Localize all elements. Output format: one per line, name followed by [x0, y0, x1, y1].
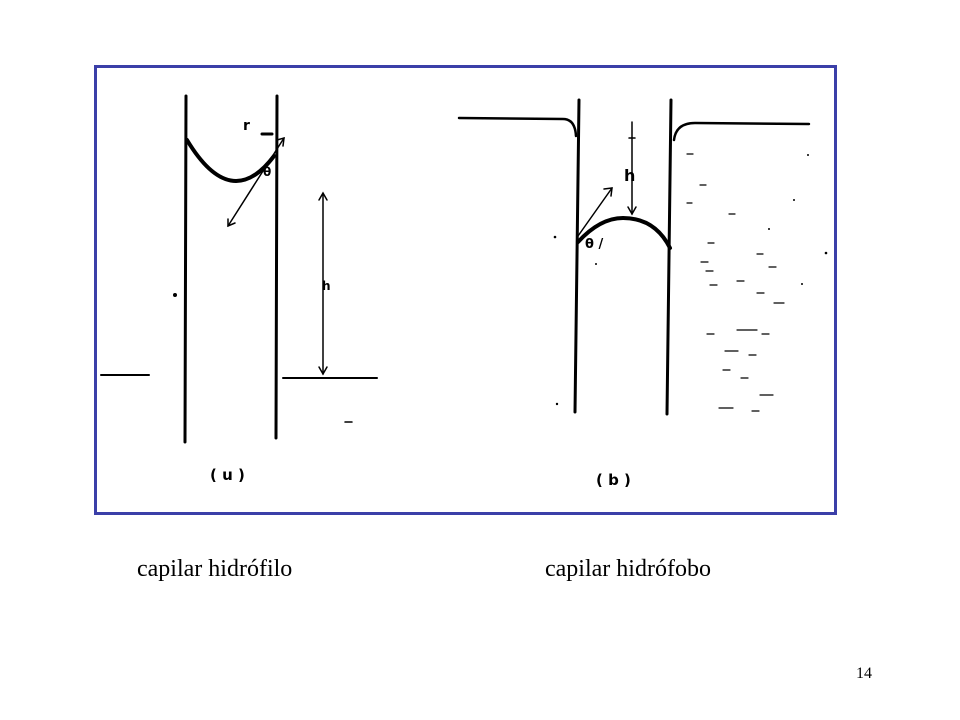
- panel-a-sketch: [100, 94, 378, 444]
- panel-b-convex-meniscus: [576, 215, 672, 250]
- panel-a-concave-meniscus: [185, 138, 276, 183]
- panel-b-right-wall: [665, 98, 673, 416]
- panel-a-height-arrow-top: [318, 191, 328, 201]
- panel-b-arrow-head: [603, 187, 613, 197]
- panel-b-h-label: h: [624, 166, 635, 185]
- panel-a-height-arrow-bottom: [318, 366, 328, 376]
- panel-b-liquid-shading: [686, 153, 785, 412]
- panel-a-contact-arrow: [227, 137, 285, 227]
- panel-b-depth-arrow: [627, 206, 637, 216]
- page-number: 14: [856, 665, 872, 682]
- panel-a-arrow-head-top: [276, 136, 285, 147]
- capillary-figure: r θ h ( u ) h θ / ( b ): [94, 65, 837, 515]
- panel-a-right-wall: [274, 94, 279, 440]
- panel-b-left-wall: [573, 98, 581, 414]
- panel-a-arrow-head-bottom: [227, 218, 236, 228]
- hydrophobic-caption: capilar hidrófobo: [545, 556, 711, 582]
- panel-b-specks: [553, 154, 828, 406]
- hydrophilic-caption: capilar hidrófilo: [137, 556, 293, 582]
- panel-a-caption-label: ( u ): [210, 466, 245, 484]
- panel-a-left-wall: [183, 94, 188, 444]
- panel-b-contact-arrow: [577, 187, 613, 237]
- panel-a-height-label: h: [322, 279, 331, 293]
- panel-b-right-water-surface: [672, 121, 811, 142]
- panel-b-caption-label: ( b ): [596, 471, 631, 489]
- panel-b-sketch: [457, 98, 828, 416]
- panel-b-left-water-surface: [457, 116, 578, 138]
- panel-a-r-label: r: [243, 118, 250, 134]
- panel-b-angle-label: θ /: [585, 237, 603, 252]
- capillary-diagram-svg: r θ h ( u ) h θ / ( b ): [100, 94, 828, 489]
- panel-a-speck: [173, 293, 177, 297]
- panel-a-angle-label: θ: [263, 165, 271, 179]
